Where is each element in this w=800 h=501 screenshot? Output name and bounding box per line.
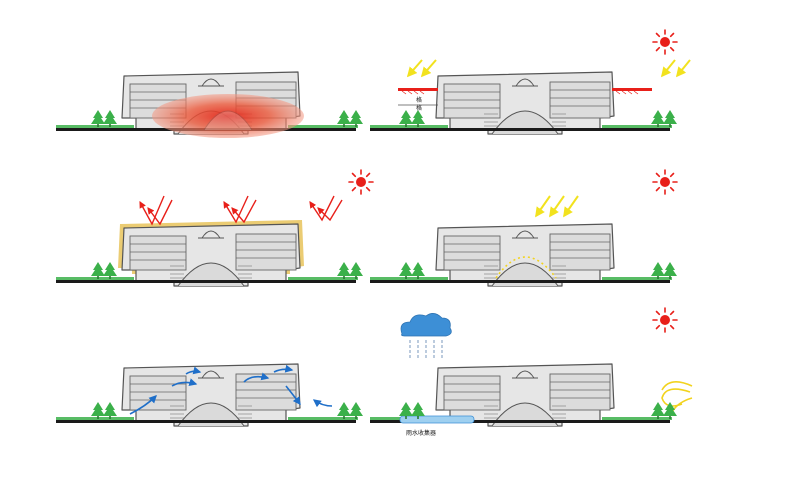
rain-cloud (400, 313, 452, 358)
sun-icon (652, 169, 678, 195)
panel-shading: 格 格 (369, 29, 691, 135)
canopy-label-lower: 格 (416, 96, 422, 104)
tree-group-right (337, 262, 363, 279)
tree-group-left (399, 110, 425, 127)
sun-icon (652, 307, 678, 333)
sun-rays (535, 195, 579, 218)
daylight-dots (495, 256, 557, 279)
canopy-label-upper: 格 (416, 104, 422, 112)
sun-icon (652, 29, 678, 55)
panel-heat-island (55, 71, 363, 138)
shading-canopy-right (612, 88, 652, 95)
rain-collector: 雨水收集器 (399, 415, 475, 437)
rain-collector-label: 雨水收集器 (406, 429, 436, 437)
heat-glow (152, 94, 304, 138)
tree-group-right (337, 402, 363, 419)
panel-roof-insulation (55, 169, 374, 287)
tree-group-right (651, 402, 677, 419)
tree-group-left (399, 262, 425, 279)
panel-skylight (369, 169, 678, 287)
wind-swirl (661, 381, 693, 413)
panel-ventilation (55, 363, 363, 427)
building-section (55, 363, 359, 427)
tree-group-left (91, 262, 117, 279)
reflected-rays (139, 195, 343, 226)
tree-group-left (91, 110, 117, 127)
tree-group-right (651, 110, 677, 127)
sun-rays (406, 59, 691, 78)
panel-rainwater: 雨水收集器 (369, 307, 693, 437)
tree-group-left (91, 402, 117, 419)
tree-group-right (651, 262, 677, 279)
tree-group-right (337, 110, 363, 127)
building-section (55, 223, 359, 287)
airflow-arrows (129, 364, 333, 415)
building-section (369, 223, 673, 287)
sun-icon (348, 169, 374, 195)
shading-canopy-left: 格 (398, 88, 438, 112)
